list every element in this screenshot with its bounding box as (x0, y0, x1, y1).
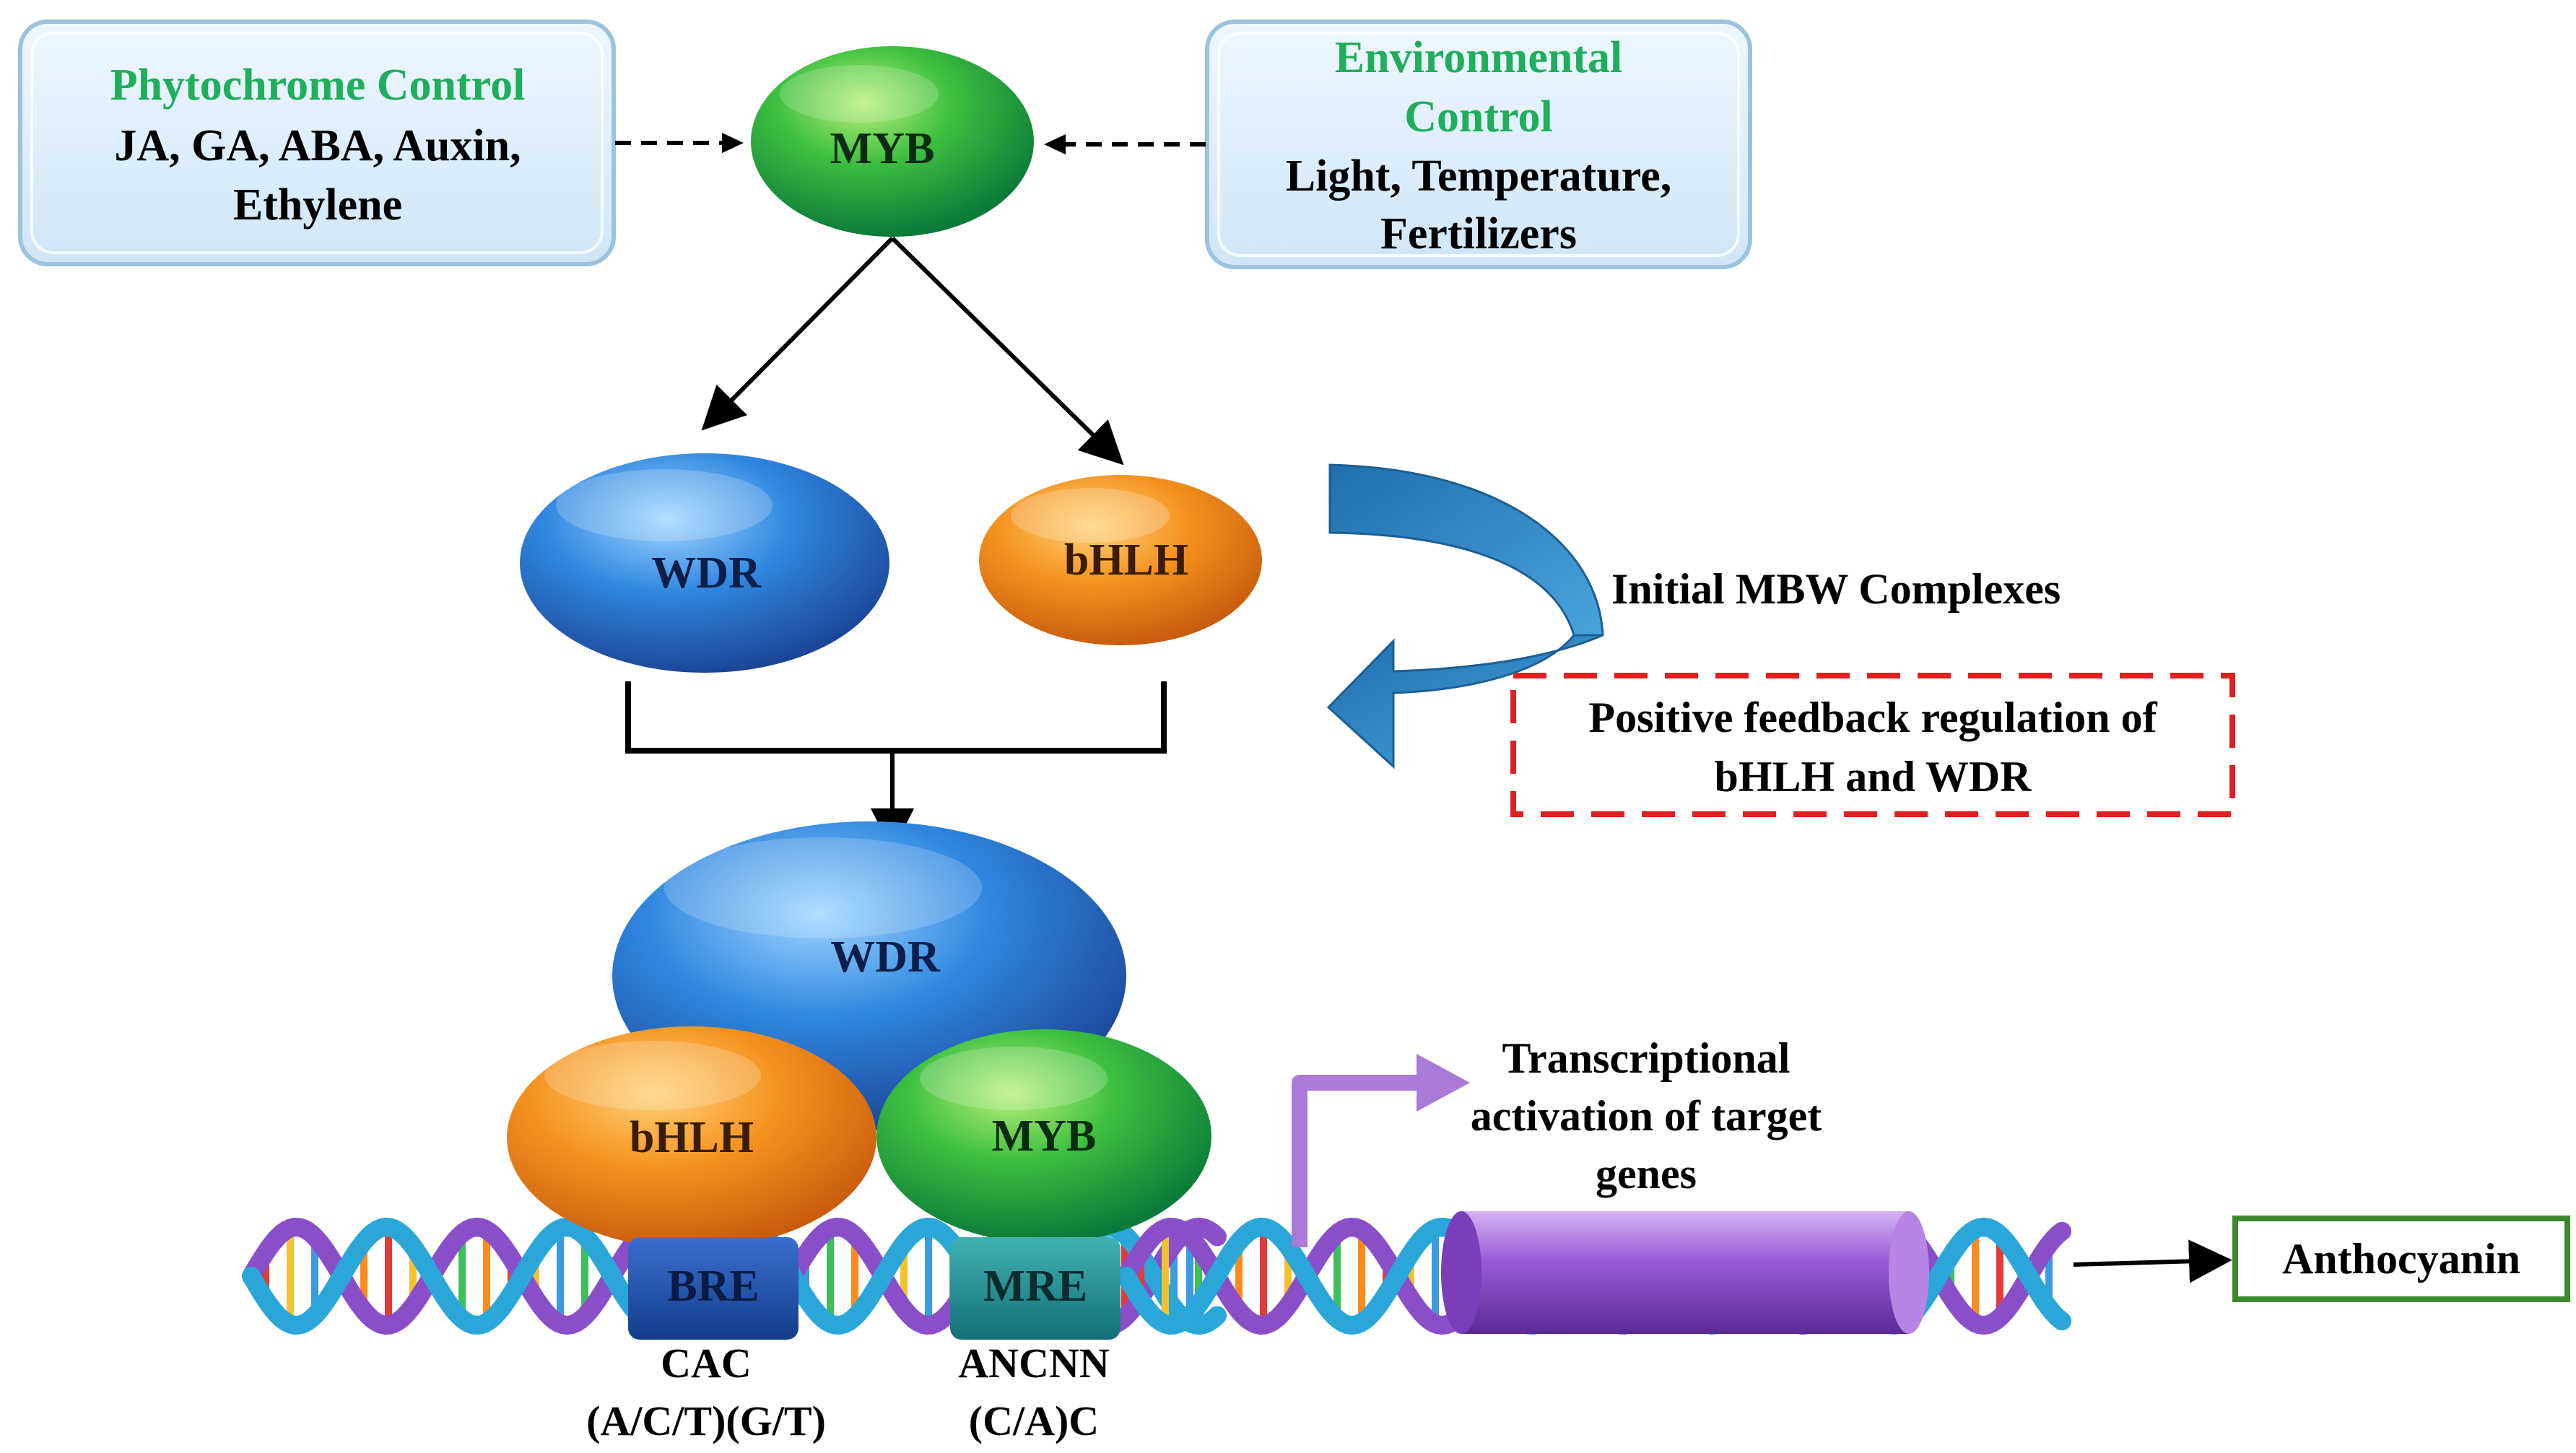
phytochrome-line-2: Ethylene (233, 180, 402, 230)
target-gene-cylinder (1441, 1211, 1929, 1334)
wdr-complex-label: WDR (830, 933, 941, 982)
myb-top-label: MYB (830, 124, 935, 173)
environmental-title-line-1: Environmental (1335, 33, 1622, 82)
bre-label: BRE (667, 1262, 759, 1311)
transcription-line-1: Transcriptional (1502, 1034, 1790, 1082)
myb-complex-label: MYB (992, 1112, 1097, 1161)
transcription-line-2: activation of target (1471, 1092, 1822, 1140)
environmental-control-box: Environmental Control Light, Temperature… (1205, 19, 1752, 269)
feedback-arrow[interactable] (1326, 463, 1604, 769)
complex-bracket (625, 681, 1167, 852)
bhlh-protein-complex: bHLH (507, 1026, 876, 1249)
bhlh-mid-label: bHLH (1064, 536, 1188, 585)
mre-element: MRE (950, 1237, 1121, 1340)
mre-motif-line-2: (C/A)C (969, 1397, 1099, 1444)
environmental-line-2: Fertilizers (1380, 209, 1577, 258)
environmental-line-1: Light, Temperature, (1286, 152, 1671, 201)
wdr-protein-mid: WDR (520, 453, 889, 673)
anthocyanin-box: Anthocyanin (2232, 1216, 2570, 1302)
positive-feedback-box: Positive feedback regulation of bHLH and… (1510, 673, 2235, 817)
myb-protein-complex: MYB (876, 1029, 1211, 1243)
positive-feedback-line-2: bHLH and WDR (1714, 753, 2032, 800)
bhlh-protein-mid: bHLH (979, 475, 1262, 645)
positive-feedback-line-1: Positive feedback regulation of (1588, 694, 2157, 741)
environmental-title-line-2: Control (1404, 92, 1553, 141)
bre-motif-line-1: CAC (661, 1340, 752, 1387)
mre-motif-line-1: ANCNN (958, 1340, 1110, 1387)
phytochrome-title: Phytochrome Control (110, 61, 526, 110)
myb-branch-arrows (701, 236, 1124, 466)
mre-label: MRE (983, 1262, 1088, 1311)
phytochrome-line-1: JA, GA, ABA, Auxin, (114, 121, 521, 170)
signal-arrows (615, 133, 1206, 154)
bre-motif-line-2: (A/C/T)(G/T) (586, 1397, 826, 1444)
environmental-arrowhead (1044, 134, 1066, 154)
phytochrome-arrowhead (722, 133, 744, 153)
bre-element: BRE (628, 1237, 799, 1340)
phytochrome-control-box: Phytochrome Control JA, GA, ABA, Auxin, … (18, 19, 616, 266)
transcription-line-3: genes (1596, 1150, 1697, 1197)
bhlh-complex-label: bHLH (630, 1113, 754, 1162)
wdr-mid-label: WDR (651, 549, 762, 598)
myb-protein-top: MYB (751, 46, 1034, 237)
anthocyanin-label: Anthocyanin (2282, 1235, 2520, 1283)
initial-mbw-label: Initial MBW Complexes (1611, 565, 2061, 613)
transcription-start-arrow (1292, 1054, 1470, 1247)
gene-to-anthocyanin-arrow (2073, 1239, 2232, 1283)
